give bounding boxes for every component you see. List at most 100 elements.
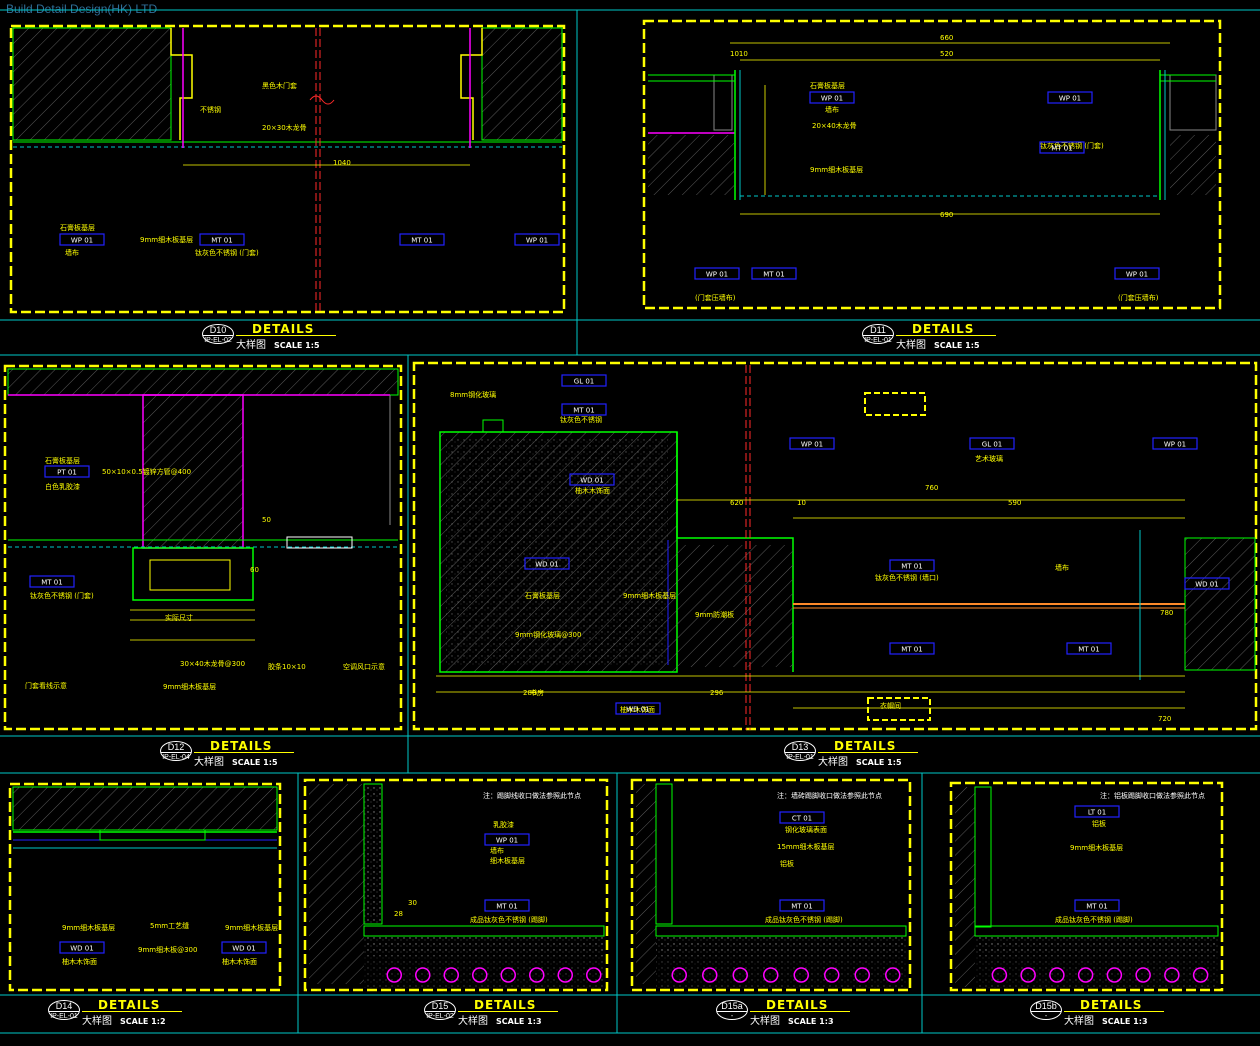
material-tag-code: WP 01 — [496, 837, 518, 845]
annotation-d10-2: 20×30木龙骨 — [262, 123, 307, 132]
material-tag: MT 01 — [1039, 141, 1085, 154]
material-tag: WD 01 — [221, 941, 267, 954]
material-tag: WP 01 — [514, 233, 560, 246]
annotation-d15-5: 28 — [394, 910, 403, 918]
annotation-d13-2: 柚木木饰面 — [575, 486, 610, 495]
annotation-d12-4: 实际尺寸 — [165, 613, 193, 622]
material-tag-code: WD 01 — [580, 477, 603, 485]
material-tag-code: WP 01 — [526, 237, 548, 245]
detail-bubble: D15a- — [716, 1000, 748, 1020]
annotation-d12-2: 50×10×0.5镀锌方管@400 — [102, 467, 191, 476]
annotation-d11-7: 9mm细木板基层 — [810, 165, 863, 174]
annotation-d13-15: 590 — [1008, 499, 1021, 507]
material-tag-code: MT 01 — [496, 903, 517, 911]
material-tag-code: MT 01 — [1086, 903, 1107, 911]
material-tag: WP 01 — [1152, 437, 1198, 450]
annotation-d15a-2: 15mm细木板基层 — [777, 842, 835, 851]
brand-title: Build Detail Design(HK) LTD — [6, 2, 158, 16]
material-tag: GL 01 — [561, 374, 607, 387]
annotation-d11-3: 石膏板基层 — [810, 81, 845, 90]
annotation-d15a-1: 钢化玻璃表面 — [785, 825, 827, 834]
material-tag: WP 01 — [1114, 267, 1160, 280]
detail-title: DETAILS — [912, 322, 975, 336]
annotation-d12-3: 钛灰色不锈钢 (门套) — [30, 591, 94, 600]
annotation-d11-6: 钛灰色不锈钢 (门套) — [1040, 141, 1104, 150]
annotation-d13-19: 620 — [730, 499, 743, 507]
sheet-grid — [0, 9, 1260, 1034]
annotation-d14-4: 柚木木饰面 — [62, 957, 97, 966]
annotation-d12-11: 60 — [250, 566, 259, 574]
material-tag: WP 01 — [809, 91, 855, 104]
material-tag: WP 01 — [789, 437, 835, 450]
annotation-d13-7: 钛灰色不锈钢 (墙口) — [875, 573, 939, 582]
annotation-d11-5: 20×40木龙骨 — [812, 121, 857, 130]
material-tag: WD 01 — [569, 473, 615, 486]
annotation-d11-1: 520 — [940, 50, 953, 58]
material-tag: PT 01 — [44, 465, 90, 478]
material-tag: LT 01 — [1074, 805, 1120, 818]
annotation-d15b-3: 成品钛灰色不锈钢 (踢脚) — [1055, 915, 1133, 924]
material-tag-code: MT 01 — [1078, 646, 1099, 654]
heating-pipe — [1049, 967, 1065, 983]
material-tag-code: LT 01 — [1088, 809, 1106, 817]
annotation-labels: 黑色木门套不锈钢20×30木龙骨1040石膏板基层9mm细木板基层墙布钛灰色不锈… — [25, 34, 1205, 966]
heating-pipe — [885, 967, 901, 983]
annotation-d12-8: 胶条10×10 — [268, 662, 306, 671]
detail-bubble: D15b- — [1030, 1000, 1062, 1020]
annotation-d15a-4: 成品钛灰色不锈钢 (踢脚) — [765, 915, 843, 924]
heating-pipe — [386, 967, 402, 983]
heating-pipe — [500, 967, 516, 983]
annotation-d11-10: (门套压墙布) — [1118, 293, 1159, 302]
material-tag-code: PT 01 — [57, 469, 77, 477]
annotation-d13-8: 9mm防潮板 — [695, 610, 734, 619]
material-tag: WP 01 — [484, 833, 530, 846]
annotation-d15b-2: 9mm细木板基层 — [1070, 843, 1123, 852]
heating-pipe — [991, 967, 1008, 983]
annotation-d10-4: 石膏板基层 — [60, 223, 95, 232]
material-tag-code: WD 01 — [626, 706, 649, 714]
material-tag: MT 01 — [29, 575, 75, 588]
material-tag-code: MT 01 — [901, 646, 922, 654]
annotation-d13-18: 280 — [523, 689, 536, 697]
material-tag: WP 01 — [1047, 91, 1093, 104]
detail-d11 — [648, 42, 1217, 215]
annotation-d15-2: 墙布 — [490, 846, 504, 855]
annotation-d12-10: 50 — [262, 516, 271, 524]
material-tag: MT 01 — [889, 559, 935, 572]
heating-pipe — [557, 967, 573, 983]
material-tag-code: MT 01 — [411, 237, 432, 245]
material-tag: MT 01 — [199, 233, 245, 246]
detail-title: DETAILS — [766, 998, 829, 1012]
material-tag-code: MT 01 — [211, 237, 232, 245]
annotation-d15-1: 乳胶漆 — [493, 820, 514, 829]
annotation-d14-3: 9mm细木板基层 — [225, 923, 278, 932]
annotation-d13-17: 720 — [1158, 715, 1171, 723]
material-tag: MT 01 — [484, 899, 530, 912]
annotation-d13-3: 石膏板基层 — [525, 591, 560, 600]
panel-frames — [3, 19, 1258, 992]
annotation-d13-20: 10 — [797, 499, 806, 507]
material-tag-code: GL 01 — [574, 378, 594, 386]
heating-pipe — [1164, 967, 1180, 983]
material-tag: GL 01 — [969, 437, 1015, 450]
heating-pipe — [1106, 967, 1123, 983]
material-tag-code: WP 01 — [1126, 271, 1148, 279]
annotation-d15-6: 30 — [408, 899, 417, 907]
annotation-d14-0: 9mm细木板基层 — [62, 923, 115, 932]
heating-pipes — [386, 967, 1209, 983]
annotation-d12-1: 白色乳胶漆 — [45, 482, 80, 491]
annotation-d15b-1: 铝板 — [1092, 819, 1106, 828]
material-tag-code: WP 01 — [706, 271, 728, 279]
material-tag-code: GL 01 — [982, 441, 1002, 449]
heating-pipe — [793, 967, 809, 983]
heating-pipe — [443, 967, 459, 983]
material-tags: WP 01 MT 01 MT 01 WP 01 WP 01 WP 01 MT 01 WP 01… — [29, 91, 1230, 954]
